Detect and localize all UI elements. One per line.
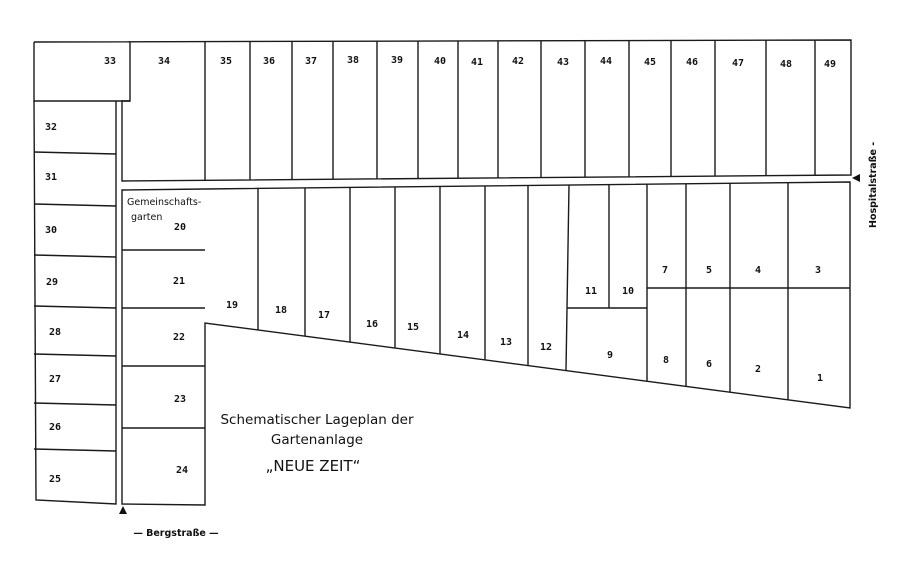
plot-number-16: 16 (366, 319, 378, 330)
plot-divider (565, 185, 570, 371)
plot-number-18: 18 (275, 305, 287, 316)
plot-number-24: 24 (176, 465, 188, 476)
plot-labels: 1234567891011121314151617181920212223242… (45, 55, 836, 485)
plot-number-22: 22 (173, 332, 185, 343)
plot-number-36: 36 (263, 56, 275, 67)
plot-number-43: 43 (557, 57, 569, 68)
plot-number-25: 25 (49, 474, 61, 485)
plot-number-14: 14 (457, 330, 469, 341)
plot-number-46: 46 (686, 57, 698, 68)
hospitalstrasse-label: Hospitalstraße - (868, 142, 879, 228)
plot-divider (33, 402, 117, 406)
plot-number-32: 32 (45, 122, 57, 133)
title-line-2: Gartenanlage (271, 432, 363, 448)
plot-divider (33, 203, 117, 207)
plot-number-28: 28 (49, 327, 61, 338)
plot-number-5: 5 (706, 265, 712, 276)
plot-number-47: 47 (732, 58, 744, 69)
plot-number-21: 21 (173, 276, 185, 287)
plot-number-7: 7 (662, 265, 668, 276)
plot-number-3: 3 (815, 265, 821, 276)
plot-number-6: 6 (706, 359, 712, 370)
plot-number-10: 10 (622, 286, 634, 297)
plot-number-20: 20 (174, 222, 186, 233)
plot-divider (33, 254, 117, 258)
plot-number-39: 39 (391, 55, 403, 66)
title-line-3: „NEUE ZEIT“ (266, 457, 361, 475)
hospitalstrasse-arrow-icon (852, 174, 860, 182)
plot-number-33: 33 (104, 56, 116, 67)
plot-number-38: 38 (347, 55, 359, 66)
plot-number-13: 13 (500, 337, 512, 348)
plot-number-2: 2 (755, 364, 761, 375)
plot-number-11: 11 (585, 286, 597, 297)
plot-number-8: 8 (663, 355, 669, 366)
plot-boundaries (33, 39, 860, 514)
community-garden-label: Gemeinschafts- (127, 197, 201, 208)
plot-number-35: 35 (220, 56, 232, 67)
title-line-1: Schematischer Lageplan der (220, 412, 413, 428)
plot-number-4: 4 (755, 265, 761, 276)
plot-number-29: 29 (46, 277, 58, 288)
plot-number-37: 37 (305, 56, 317, 67)
plot-number-12: 12 (540, 342, 552, 353)
plot-number-23: 23 (174, 394, 186, 405)
plot-number-44: 44 (600, 56, 612, 67)
plot-number-42: 42 (512, 56, 524, 67)
plot-number-26: 26 (49, 422, 61, 433)
plot-number-19: 19 (226, 300, 238, 311)
plot-number-27: 27 (49, 374, 61, 385)
bergstrasse-label: — Bergstraße — (133, 528, 218, 539)
bergstrasse-arrow-icon (119, 506, 127, 514)
plot-number-31: 31 (45, 172, 57, 183)
plot-divider (33, 305, 117, 309)
plot-number-15: 15 (407, 322, 419, 333)
plot-number-1: 1 (817, 373, 823, 384)
plot-dividers (33, 40, 850, 452)
plot-number-34: 34 (158, 56, 170, 67)
plot-number-40: 40 (434, 56, 446, 67)
plot-number-41: 41 (471, 57, 483, 68)
community-garden-label-2: garten (131, 212, 162, 223)
plot-number-48: 48 (780, 59, 792, 70)
plot-number-17: 17 (318, 310, 330, 321)
plot-number-9: 9 (607, 350, 613, 361)
plot-divider (33, 353, 117, 357)
plot-number-30: 30 (45, 225, 57, 236)
plot-divider (33, 448, 117, 452)
plot-divider (33, 151, 117, 155)
plot-number-45: 45 (644, 57, 656, 68)
plot-number-49: 49 (824, 59, 836, 70)
